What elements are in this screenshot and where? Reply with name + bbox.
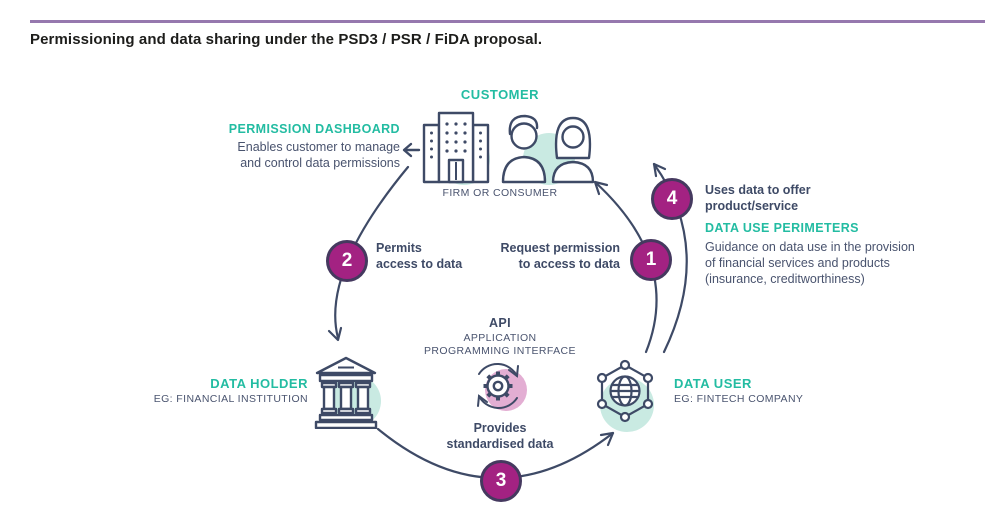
arrow-uses-data-head — [652, 162, 667, 178]
data-holder-block: DATA HOLDER EG: FINANCIAL INSTITUTION — [90, 376, 308, 405]
gear-sync-icon — [467, 357, 533, 424]
api-block: API APPLICATION PROGRAMMING INTERFACE — [400, 316, 600, 358]
office-building-icon — [419, 108, 493, 191]
api-subtitle: APPLICATION PROGRAMMING INTERFACE — [424, 332, 576, 357]
arrow-provides-data-head — [599, 431, 615, 447]
customer-node-subtitle: FIRM OR CONSUMER — [442, 187, 558, 199]
network-globe-icon — [588, 355, 664, 440]
step-3-badge: 3 — [480, 460, 522, 502]
step-4-badge: 4 — [651, 178, 693, 220]
permission-dashboard-title: PERMISSION DASHBOARD — [228, 122, 400, 136]
data-user-block: DATA USER EG: FINTECH COMPANY — [674, 376, 904, 405]
step-2-badge: 2 — [326, 240, 368, 282]
arrow-permits-access-head — [327, 326, 343, 342]
top-divider-rule — [30, 20, 985, 23]
permission-dashboard-block: PERMISSION DASHBOARD Enables customer to… — [160, 122, 400, 171]
arrow-request-permission-head — [593, 180, 609, 196]
step-4-label: Uses data to offer product/service — [705, 183, 811, 213]
page-title: Permissioning and data sharing under the… — [30, 31, 543, 48]
step-1-label: Request permission to access to data — [500, 241, 620, 271]
data-user-subtitle: EG: FINTECH COMPANY — [674, 393, 804, 405]
data-holder-subtitle: EG: FINANCIAL INSTITUTION — [153, 393, 308, 405]
data-use-perimeters-description: Guidance on data use in the provision of… — [705, 240, 915, 286]
data-use-perimeters-title: DATA USE PERIMETERS — [705, 221, 859, 235]
data-holder-title: DATA HOLDER — [210, 376, 308, 391]
bank-building-icon — [313, 353, 381, 434]
firm-and-consumer-people-icon — [497, 111, 597, 192]
api-title: API — [488, 316, 512, 330]
step-3-label: Provides standardised data — [446, 421, 554, 451]
customer-node-title: CUSTOMER — [460, 87, 540, 102]
step-2-label: Permits access to data — [376, 241, 463, 271]
left-arrow-icon — [401, 142, 421, 163]
data-user-title: DATA USER — [674, 376, 752, 391]
step-1-badge: 1 — [630, 239, 672, 281]
data-use-perimeters-block: DATA USE PERIMETERS Guidance on data use… — [705, 221, 967, 287]
permission-dashboard-description: Enables customer to manage and control d… — [237, 140, 400, 170]
